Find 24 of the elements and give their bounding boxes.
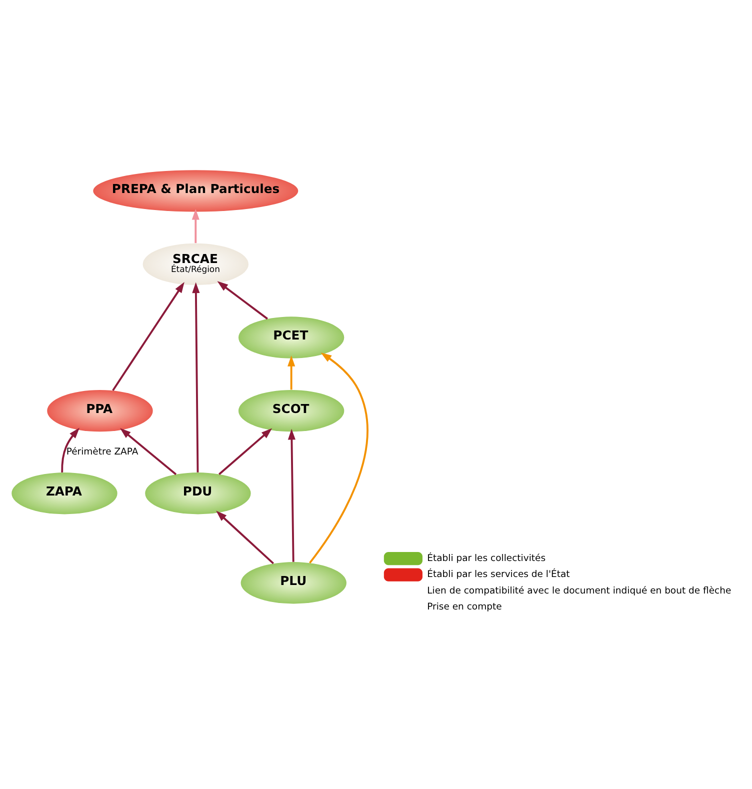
- legend-label: Établi par les services de l'État: [427, 568, 570, 580]
- node-ellipse: SCOT: [238, 389, 344, 432]
- node-ellipse: SRCAE État/Région: [142, 242, 248, 285]
- node-ellipse: PCET: [238, 316, 344, 358]
- arrow: [288, 428, 296, 562]
- node-ellipse: PPA: [47, 389, 153, 432]
- arrow: [192, 282, 200, 472]
- arrow: [288, 355, 296, 390]
- legend-label: Lien de compatibilité avec le document indiqué en bout de flèche: [427, 584, 732, 596]
- arrow: [218, 428, 272, 474]
- node-ellipse: PLU: [240, 562, 346, 604]
- arrow: [217, 280, 268, 320]
- legend-label: Prise en compte: [427, 601, 502, 612]
- arrow: [61, 427, 80, 472]
- node-ellipse: PREPA & Plan Particules: [93, 170, 298, 212]
- edge-label: Périmètre ZAPA: [66, 446, 138, 457]
- arrow: [309, 352, 368, 563]
- arrow: [120, 428, 177, 475]
- node-ellipse: PDU: [145, 472, 251, 514]
- legend-label: Établi par les collectivités: [427, 552, 546, 564]
- arrow: [216, 510, 274, 564]
- arrow: [112, 282, 184, 391]
- arrow: [192, 208, 200, 243]
- node-ellipse: ZAPA: [12, 472, 118, 514]
